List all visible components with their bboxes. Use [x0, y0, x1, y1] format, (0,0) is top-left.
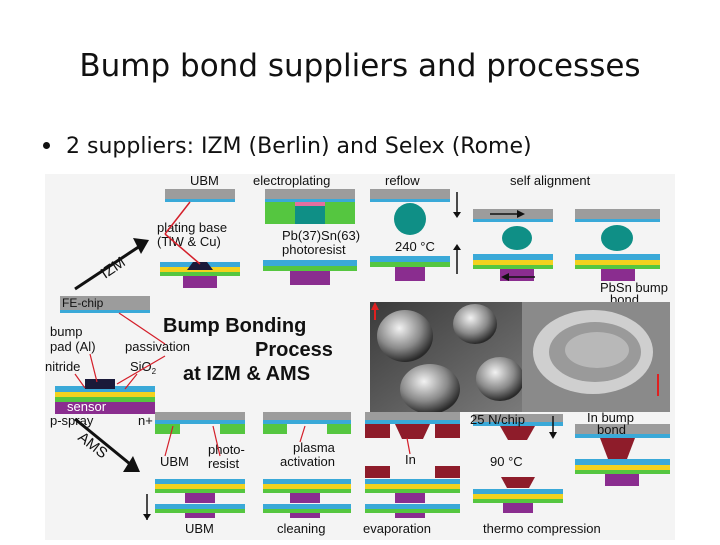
- in-bump-label: In bump: [587, 410, 634, 425]
- p-spray-label: p-spray: [50, 413, 94, 428]
- izm-top-labels: UBM electroplating reflow self alignment: [190, 173, 591, 188]
- bullet-text: 2 suppliers: IZM (Berlin) and Selex (Rom…: [66, 134, 532, 159]
- ams-top-row: [155, 412, 670, 486]
- fe-chip-label: FE-chip: [62, 296, 104, 310]
- sem-image-bump-crater: [522, 302, 670, 412]
- plating-base-material: (TiW & Cu): [157, 234, 221, 249]
- bump-label: bump: [50, 324, 83, 339]
- ams-temp-label: 90 °C: [490, 454, 523, 469]
- bottom-label-cleaning: cleaning: [277, 521, 325, 536]
- sensor-label: sensor: [67, 399, 107, 414]
- izm-step-self-alignment-1: [473, 209, 553, 281]
- label-electroplating: electroplating: [253, 174, 330, 188]
- label-ubm: UBM: [190, 174, 219, 188]
- pad-al-label: pad (Al): [50, 339, 96, 354]
- label-reflow: reflow: [385, 174, 420, 188]
- ams-leaders: [164, 425, 411, 457]
- center-title-line-2: Process: [255, 339, 333, 361]
- ams-bottom-row: [155, 504, 460, 518]
- center-title-line-1: Bump Bonding: [163, 315, 306, 337]
- pbsn-label: Pb(37)Sn(63): [282, 228, 360, 243]
- process-diagram: UBM electroplating reflow self alignment…: [45, 173, 670, 536]
- bottom-label-ubm: UBM: [185, 521, 214, 536]
- nitride-label: nitride: [45, 359, 80, 374]
- reflow-temperature: 240 °C: [395, 239, 435, 254]
- ams-photoresist-label-2: resist: [208, 456, 239, 471]
- bottom-labels: UBM cleaning evaporation thermo compress…: [185, 521, 601, 536]
- slide-title: Bump bond suppliers and processes: [79, 48, 641, 84]
- izm-side-labels: plating base (TiW & Cu) Pb(37)Sn(63) pho…: [157, 220, 668, 307]
- bullet-dot: [43, 141, 50, 149]
- legend-chip: FE-chip: [55, 296, 155, 414]
- ams-in-label: In: [405, 452, 416, 467]
- in-bond-label: bond: [597, 422, 626, 437]
- label-self-alignment: self alignment: [510, 174, 591, 188]
- photoresist-label: photoresist: [282, 242, 346, 257]
- pbsn-bump-label: PbSn bump: [600, 280, 668, 295]
- bottom-label-evaporation: evaporation: [363, 521, 431, 536]
- ams-mid-row: [155, 466, 563, 513]
- izm-arrow: IZM: [74, 238, 149, 291]
- ams-arrow-label: AMS: [75, 429, 111, 462]
- izm-step-reflow: [370, 189, 461, 281]
- izm-step-electroplating: [263, 189, 357, 285]
- ams-arrow: AMS: [74, 417, 140, 472]
- ams-photoresist-label-1: photo-: [208, 442, 245, 457]
- sem-image-bump-spheres: [370, 302, 524, 414]
- ams-plasma-label-2: activation: [280, 454, 335, 469]
- ams-ubm-label: UBM: [160, 454, 189, 469]
- izm-step-self-alignment-2: [575, 209, 660, 281]
- izm-step-ubm: [160, 189, 240, 288]
- ams-force-label: 25 N/chip: [470, 412, 525, 427]
- plating-base-label: plating base: [157, 220, 227, 235]
- ams-labels: UBM photo- resist plasma activation In 2…: [160, 410, 634, 471]
- bottom-label-thermo-compression: thermo compression: [483, 521, 601, 536]
- sio2-label: SiO2: [130, 359, 157, 376]
- bump-bonding-figure: UBM electroplating reflow self alignment…: [45, 173, 675, 540]
- center-title: Bump Bonding Process at IZM & AMS: [163, 315, 333, 385]
- n-plus-label: n+: [138, 413, 153, 428]
- legend-leaders: [74, 312, 166, 390]
- bullet-item: 2 suppliers: IZM (Berlin) and Selex (Rom…: [43, 134, 532, 159]
- ams-plasma-label-1: plasma: [293, 440, 336, 455]
- legend-labels: bump pad (Al) passivation nitride SiO2 s…: [45, 324, 190, 428]
- center-title-line-3: at IZM & AMS: [183, 363, 310, 385]
- passivation-label: passivation: [125, 339, 190, 354]
